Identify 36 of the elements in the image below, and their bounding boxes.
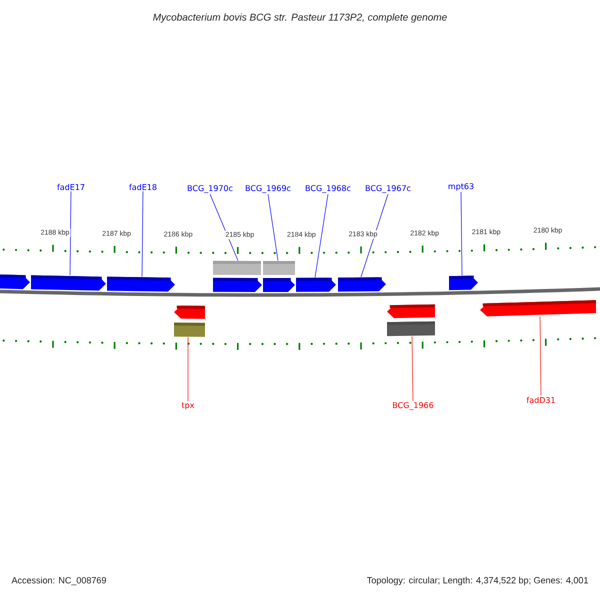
leader-line bbox=[314, 194, 328, 278]
leader-line bbox=[540, 316, 542, 396]
gene-label: BCG_1966 bbox=[393, 402, 434, 410]
leader-line bbox=[460, 192, 462, 276]
gene-glyph bbox=[449, 276, 478, 290]
leader-line bbox=[210, 194, 238, 261]
gene-label: fadE17 bbox=[57, 184, 84, 190]
leader-line bbox=[70, 191, 72, 276]
gene-label: BCG_1967c bbox=[366, 185, 410, 193]
gene-glyph bbox=[263, 278, 295, 292]
title: Mycobacterium bovis BCG str. Pasteur 1173P2, complete genome bbox=[153, 13, 447, 23]
gene-label: BCG_1968c bbox=[306, 185, 350, 193]
footer-text: Topology: circular; Length: 4,374,522 bp; Genes: 4,001 bbox=[367, 576, 588, 586]
gene-label: BCG_1970c bbox=[188, 185, 232, 193]
footer-text: Accession: NC_008769 bbox=[12, 576, 106, 586]
gene-glyph bbox=[387, 304, 435, 318]
gene-label: BCG_1969c bbox=[246, 185, 290, 193]
gene-label: tpx bbox=[182, 402, 194, 410]
gene-label: mpt63 bbox=[448, 183, 474, 191]
feature-bar bbox=[174, 322, 205, 337]
gene-glyph bbox=[107, 276, 175, 292]
leader-line bbox=[268, 194, 278, 262]
leader-line bbox=[142, 191, 144, 277]
gene-label: fadE18 bbox=[129, 184, 156, 190]
gene-glyph bbox=[0, 274, 30, 290]
feature-bar bbox=[263, 260, 295, 275]
gene-glyph bbox=[338, 277, 386, 292]
feature-bar bbox=[213, 260, 261, 275]
gene-glyph bbox=[213, 278, 262, 292]
leader-line bbox=[412, 336, 414, 402]
gene-label: fadD31 bbox=[526, 396, 555, 404]
feature-bar bbox=[387, 321, 435, 336]
gene-glyph bbox=[480, 300, 596, 316]
gene-glyph bbox=[174, 306, 205, 319]
leader-line bbox=[360, 194, 388, 278]
gene-glyph bbox=[296, 278, 336, 292]
